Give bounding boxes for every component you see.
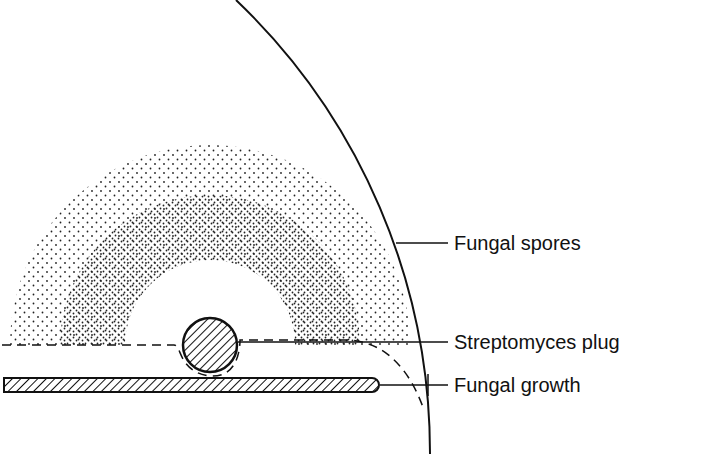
spore-zone-outer [10,145,410,345]
streptomyces-plug [183,318,237,372]
leader-line [380,384,448,386]
fungal-growth-bar [4,378,379,392]
plug-label: Streptomyces plug [452,332,622,352]
leader-line [396,242,448,244]
leader-tick [427,374,429,396]
growth-label: Fungal growth [452,375,583,395]
leader-line [238,341,448,343]
spores-label: Fungal spores [452,233,583,253]
